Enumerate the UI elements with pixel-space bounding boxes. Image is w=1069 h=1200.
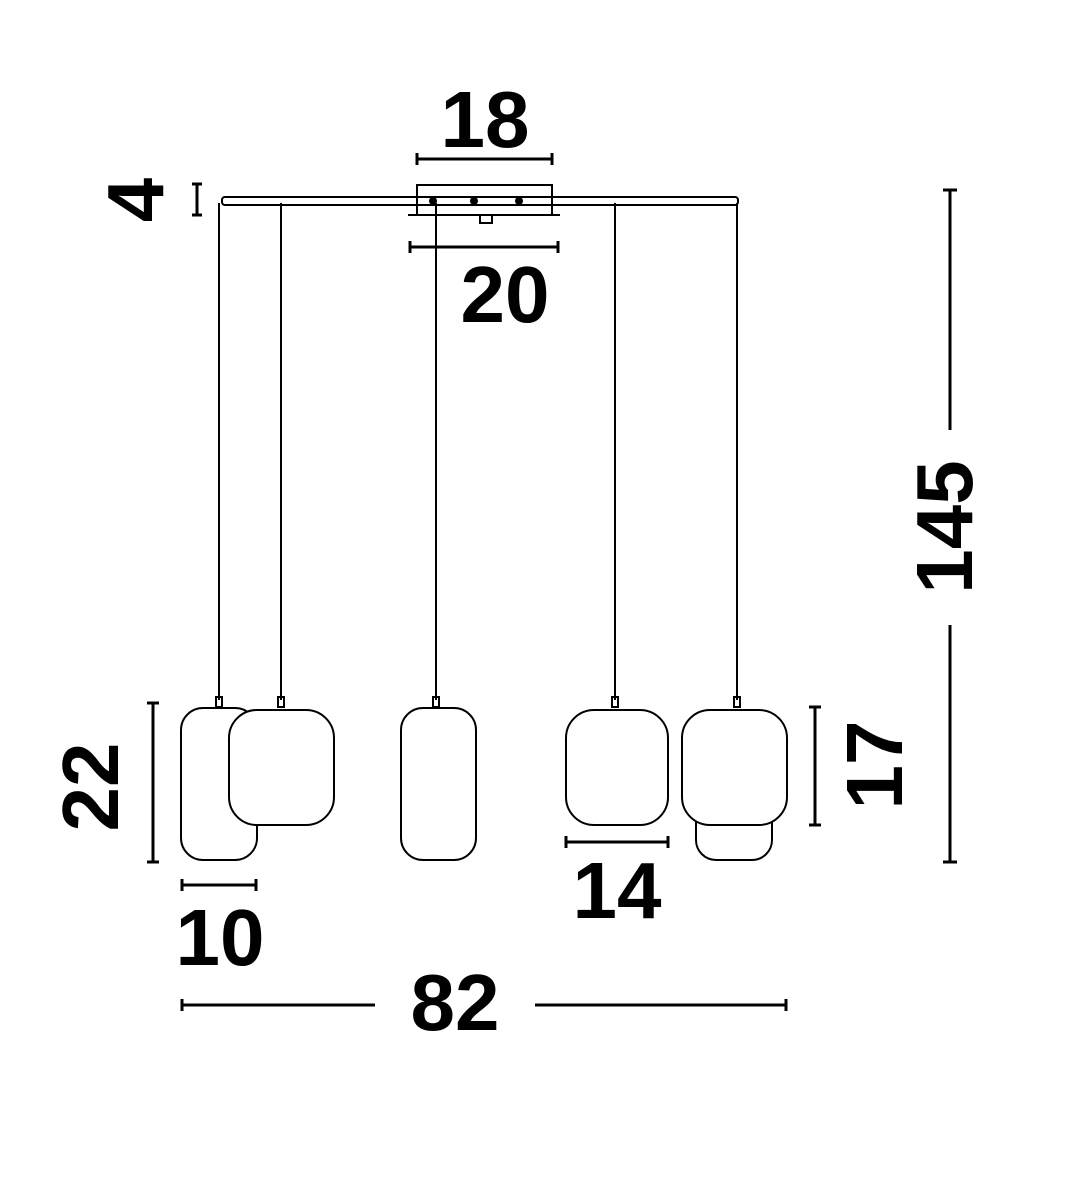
dim-label: 14: [573, 846, 662, 935]
canopy: [408, 184, 560, 224]
suspension-bar: [221, 196, 739, 206]
dim-tall-shade-width: 10: [176, 879, 265, 982]
dim-label: 4: [91, 177, 180, 222]
shade-4-short: [565, 696, 669, 826]
dim-short-shade-width: 14: [564, 836, 670, 935]
dim-label: 20: [461, 250, 550, 339]
dim-canopy-width: 18: [415, 75, 554, 165]
dim-label: 82: [411, 958, 500, 1047]
dim-tall-shade-height: 22: [46, 701, 159, 864]
dim-label: 145: [900, 460, 989, 593]
shade-2-short: [228, 696, 335, 826]
dim-label: 22: [46, 743, 135, 832]
cables: [218, 203, 738, 700]
dim-label: 10: [176, 893, 265, 982]
dim-label: 18: [441, 75, 530, 164]
dim-plate-width: 20: [408, 241, 560, 339]
dim-canopy-height: 4: [91, 177, 202, 222]
dim-total-width: 82: [180, 958, 788, 1047]
shade-3-tall: [400, 696, 477, 861]
dim-label: 17: [830, 721, 919, 810]
dim-short-shade-height: 17: [809, 705, 919, 827]
shade-5-pair: [681, 696, 788, 861]
dim-total-height: 145: [900, 188, 989, 864]
